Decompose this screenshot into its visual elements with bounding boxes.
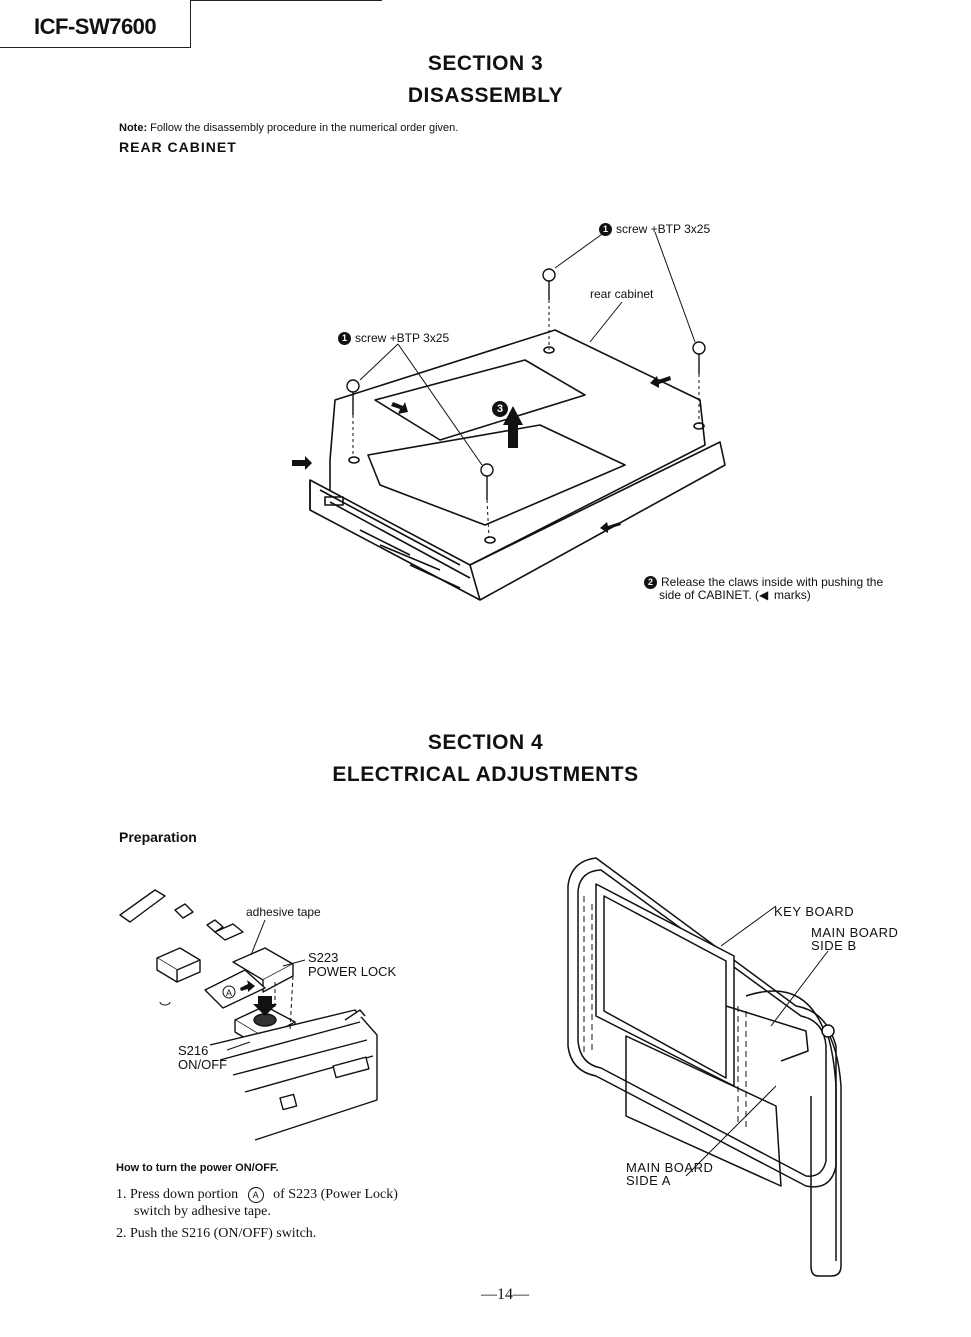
power-switch-diagram: A [119, 889, 378, 1141]
steps-list: 1. Press down portion A of S223 (Power L… [116, 1186, 496, 1247]
section3-title: SECTION 3 [427, 52, 544, 75]
section4-subtitle: ELECTRICAL ADJUSTMENTS [332, 763, 639, 786]
rear-cabinet-heading: REAR CABINET [119, 139, 237, 155]
label-main-board-side-b: MAIN BOARD SIDE B [811, 925, 899, 953]
step-item: 2. Push the S216 (ON/OFF) switch. [116, 1226, 317, 1241]
step-3-marker: 3 [492, 400, 512, 418]
rear-cabinet-diagram [292, 231, 726, 601]
header-rule [190, 0, 382, 1]
page-number: —14— [481, 1286, 529, 1303]
note-text: Follow the disassembly procedure in the … [150, 122, 459, 134]
arrow-mark-icon: ◀ [759, 588, 769, 603]
label-adhesive-tape: adhesive tape [246, 905, 321, 919]
model-number: ICF-SW7600 [34, 14, 157, 39]
step-1-badge: 1 [338, 332, 351, 346]
portion-a-circle: A [247, 1187, 264, 1203]
label-main-board-side-a: MAIN BOARD SIDE A [626, 1160, 714, 1188]
label-s216: S216 ON/OFF [178, 1043, 228, 1072]
label-s223: S223 POWER LOCK [308, 950, 397, 979]
portion-a-marker: A [226, 988, 232, 998]
model-box [0, 0, 191, 48]
step-1-badge: 1 [599, 223, 612, 237]
step-2-badge: 2 [644, 576, 657, 590]
board-layout-diagram [567, 857, 842, 1277]
howto-heading: How to turn the power ON/OFF. [116, 1162, 279, 1174]
note-label: Note: [119, 122, 148, 134]
section4-title: SECTION 4 [427, 731, 544, 754]
preparation-heading: Preparation [119, 829, 197, 845]
step-item: 1. Press down portion A of S223 (Power L… [116, 1187, 398, 1219]
section3-subtitle: DISASSEMBLY [407, 84, 564, 107]
note: Note: Follow the disassembly procedure i… [119, 122, 458, 134]
label-key-board: KEY BOARD [774, 904, 855, 919]
callout-rear-cabinet: rear cabinet [590, 287, 654, 301]
